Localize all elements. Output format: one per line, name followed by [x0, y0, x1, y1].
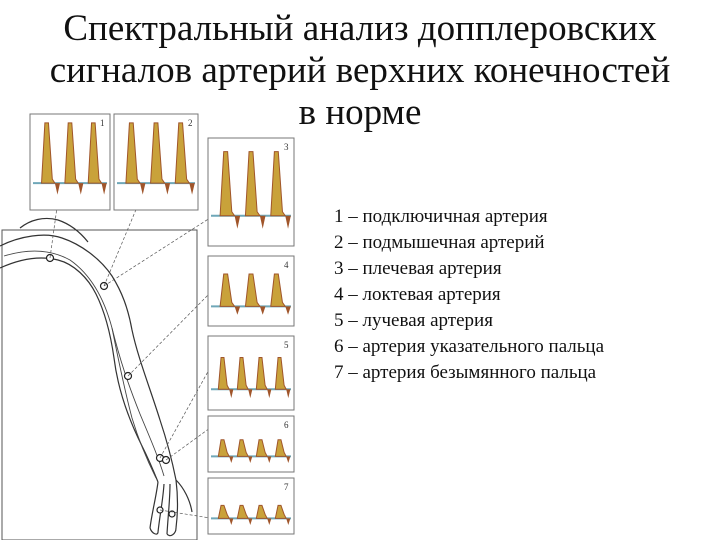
spectrum-panel-4: 4 — [208, 256, 294, 326]
legend-item-5: 5 – лучевая артерия — [334, 308, 604, 334]
title-line-2: сигналов артерий верхних конечностей — [0, 50, 720, 92]
spectrum-panel-7: 7 — [208, 478, 294, 534]
spectrum-panel-number: 1 — [100, 118, 105, 128]
spectrum-panel-6: 6 — [208, 416, 294, 472]
legend-item-2: 2 – подмышечная артерий — [334, 230, 604, 256]
legend-item-6: 6 – артерия указательного пальца — [334, 334, 604, 360]
spectrum-panel-number: 6 — [284, 420, 289, 430]
artery-lines — [4, 251, 164, 478]
spectrum-panel-number: 4 — [284, 260, 289, 270]
spectrum-panel-2: 2 — [114, 114, 198, 210]
drawing-frame — [2, 230, 197, 540]
spectrum-panel-5: 5 — [208, 336, 294, 410]
arm-doppler-figure: 1 2 3 4 5 6 7 — [0, 108, 300, 540]
leader-lines — [50, 200, 210, 518]
spectrum-panel-number: 2 — [188, 118, 193, 128]
legend-item-4: 4 – локтевая артерия — [334, 282, 604, 308]
legend-item-7: 7 – артерия безымянного пальца — [334, 360, 604, 386]
spectrum-panel-1: 1 — [30, 114, 110, 210]
spectrum-panel-number: 3 — [284, 142, 289, 152]
legend-item-1: 1 – подключичная артерия — [334, 204, 604, 230]
spectrum-panel-3: 3 — [208, 138, 294, 246]
arm-outline — [0, 218, 192, 535]
spectrum-panel-number: 7 — [284, 482, 289, 492]
title-line-1: Спектральный анализ допплеровских — [0, 8, 720, 50]
legend-list: 1 – подключичная артерия 2 – подмышечная… — [334, 204, 604, 386]
legend-item-3: 3 – плечевая артерия — [334, 256, 604, 282]
spectrum-panel-number: 5 — [284, 340, 289, 350]
